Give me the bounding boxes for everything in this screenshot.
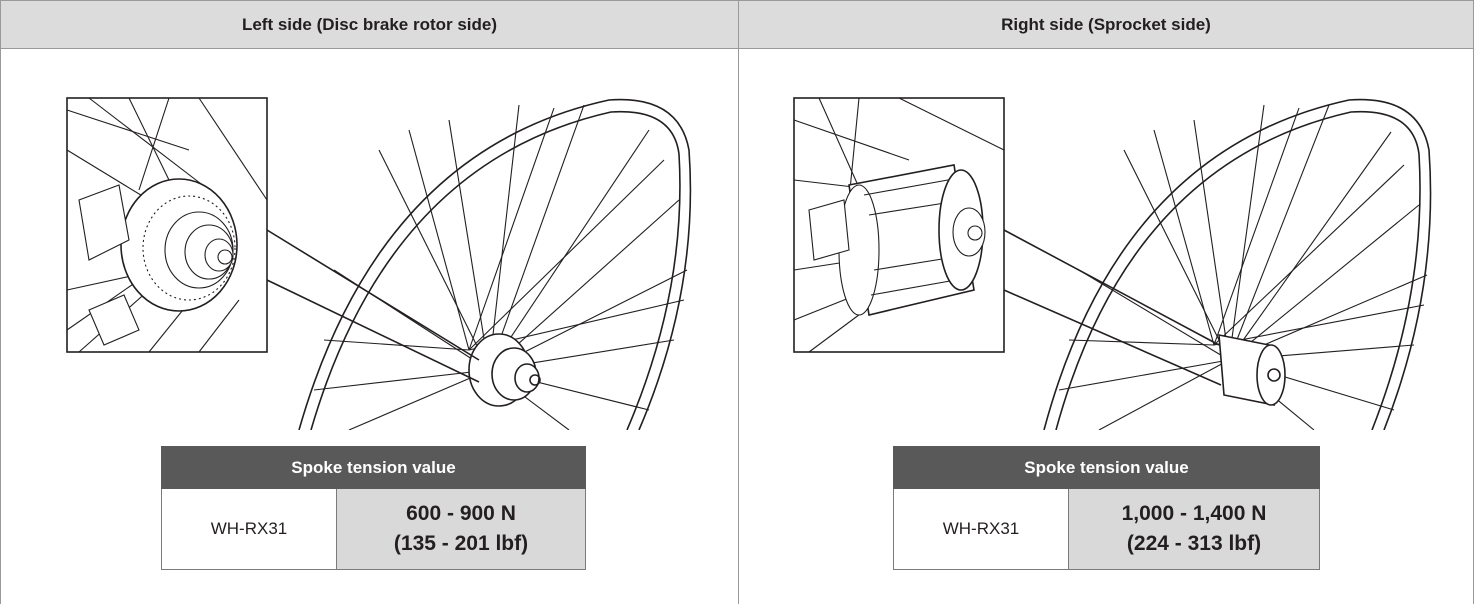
tension-table-title: Spoke tension value: [893, 446, 1320, 489]
left-tension-table: Spoke tension value WH-RX31 600 - 900 N …: [161, 446, 586, 570]
left-side-column: Left side (Disc brake rotor side): [0, 0, 738, 604]
model-name: WH-RX31: [161, 488, 337, 570]
sprocket-hub-illustration: [793, 97, 1432, 430]
tension-value-newtons: 600 - 900 N: [406, 502, 516, 525]
tension-value: 1,000 - 1,400 N (224 - 313 lbf): [1068, 488, 1320, 570]
tension-value-lbf: (135 - 201 lbf): [393, 532, 529, 555]
tension-value: 600 - 900 N (135 - 201 lbf): [336, 488, 586, 570]
tension-table-title: Spoke tension value: [161, 446, 586, 489]
left-side-header: Left side (Disc brake rotor side): [1, 0, 738, 49]
right-tension-table: Spoke tension value WH-RX31 1,000 - 1,40…: [893, 446, 1320, 570]
right-side-header: Right side (Sprocket side): [739, 0, 1473, 49]
model-name: WH-RX31: [893, 488, 1069, 570]
tension-value-lbf: (224 - 313 lbf): [1126, 532, 1262, 555]
disc-rotor-hub-illustration: [66, 97, 692, 430]
right-side-column: Right side (Sprocket side): [738, 0, 1474, 604]
tension-value-newtons: 1,000 - 1,400 N: [1121, 502, 1267, 525]
